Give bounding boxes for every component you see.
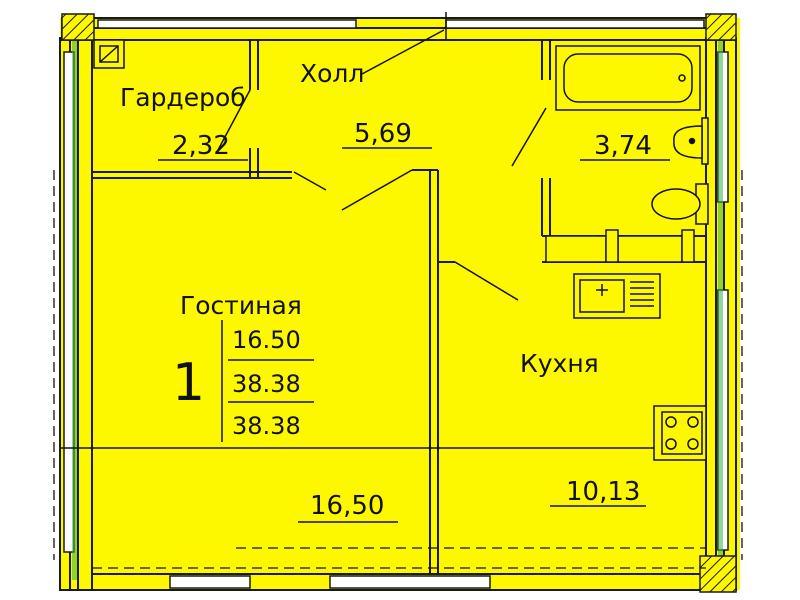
living-area-value: 16.50: [232, 326, 301, 354]
room-area-wardrobe: 2,32: [172, 131, 230, 161]
room-area-kitchen: 10,13: [566, 477, 640, 507]
rooms-count: 1: [172, 353, 205, 413]
room-name-hall: Холл: [300, 59, 364, 88]
apartment-info-lines: [221, 320, 314, 442]
total-area-with-balcony-value: 38.38: [232, 412, 301, 440]
room-name-kitchen: Кухня: [520, 349, 599, 378]
toilet-icon: [651, 183, 709, 225]
room-area-living: 16,50: [310, 491, 384, 521]
wall-hatch: [72, 40, 723, 580]
total-area-value: 38.38: [232, 370, 301, 398]
corner-columns: [61, 13, 737, 593]
kitchen-sink-icon: [573, 273, 661, 319]
area-underlines: [158, 147, 670, 523]
bathtub-icon: [555, 45, 701, 111]
room-area-hall: 5,69: [354, 119, 412, 149]
room-name-living: Гостиная: [180, 291, 302, 320]
room-area-bathroom: 3,74: [594, 131, 652, 161]
dashed-lines: [53, 170, 743, 569]
door-swings: [217, 29, 547, 301]
room-name-wardrobe: Гардероб: [120, 83, 246, 112]
partition-blocks: [545, 229, 695, 263]
ventilation-shaft-icon: [93, 39, 125, 69]
stove-icon: [653, 405, 707, 461]
sink-icon: [673, 117, 709, 165]
